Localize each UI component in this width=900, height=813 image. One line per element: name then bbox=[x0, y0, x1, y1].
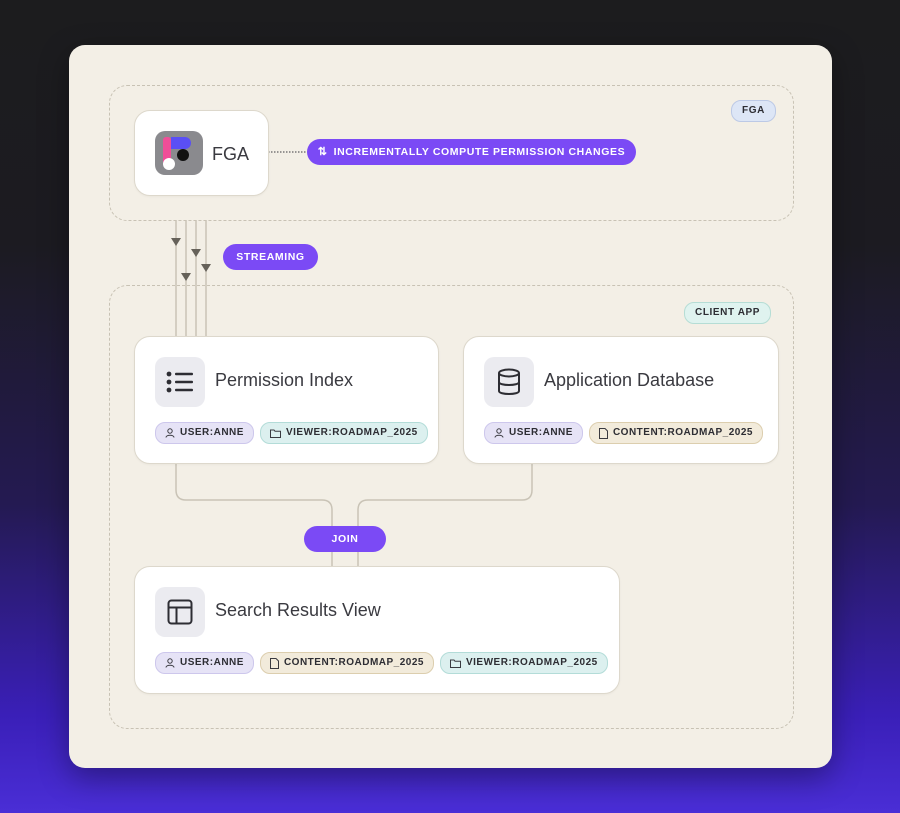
client-app-zone-tag: CLIENT APP bbox=[684, 302, 772, 324]
permission-index-chips: USER:ANNE VIEWER:ROADMAP_2025 bbox=[155, 422, 428, 444]
file-icon bbox=[269, 657, 279, 669]
user-chip: USER:ANNE bbox=[155, 422, 254, 444]
user-icon bbox=[165, 428, 175, 438]
streaming-pill: STREAMING bbox=[223, 244, 318, 270]
user-chip-label: USER:ANNE bbox=[180, 427, 244, 438]
table-icon bbox=[155, 587, 205, 637]
list-icon bbox=[155, 357, 205, 407]
content-chip-label: CONTENT:ROADMAP_2025 bbox=[612, 427, 753, 438]
join-pill: JOIN bbox=[304, 526, 386, 552]
folder-icon bbox=[449, 659, 461, 668]
fga-zone-tag: FGA bbox=[731, 100, 776, 122]
compute-permission-label: INCREMENTALLY COMPUTE PERMISSION CHANGES bbox=[333, 146, 626, 158]
swap-vertical-icon: ⇅ bbox=[317, 146, 328, 158]
fga-node-title: FGA bbox=[212, 144, 250, 164]
application-database-chips: USER:ANNE CONTENT:ROADMAP_2025 bbox=[484, 422, 763, 444]
permission-index-title: Permission Index bbox=[215, 370, 354, 390]
user-icon bbox=[165, 658, 175, 668]
user-chip: USER:ANNE bbox=[155, 652, 254, 674]
search-results-view-node[interactable]: Search Results View USER:ANNE CONTENT:RO… bbox=[134, 566, 620, 694]
content-chip: CONTENT:ROADMAP_2025 bbox=[588, 422, 763, 444]
search-results-chips: USER:ANNE CONTENT:ROADMAP_2025 VIEWER:RO… bbox=[155, 652, 608, 674]
fga-zone bbox=[109, 85, 794, 221]
application-database-node[interactable]: Application Database USER:ANNE CONTENT:R… bbox=[463, 336, 779, 464]
user-chip-label: USER:ANNE bbox=[509, 427, 573, 438]
content-chip: CONTENT:ROADMAP_2025 bbox=[259, 652, 434, 674]
viewer-chip-label: VIEWER:ROADMAP_2025 bbox=[285, 427, 418, 438]
viewer-chip-label: VIEWER:ROADMAP_2025 bbox=[465, 657, 598, 668]
database-icon bbox=[484, 357, 534, 407]
search-results-view-title: Search Results View bbox=[215, 600, 381, 620]
application-database-title: Application Database bbox=[544, 370, 715, 390]
permission-index-node[interactable]: Permission Index USER:ANNE VIEWER:ROADMA… bbox=[134, 336, 439, 464]
folder-icon bbox=[269, 429, 281, 438]
viewer-chip: VIEWER:ROADMAP_2025 bbox=[439, 652, 608, 674]
compute-permission-pill: ⇅ INCREMENTALLY COMPUTE PERMISSION CHANGE… bbox=[307, 139, 636, 165]
content-chip-label: CONTENT:ROADMAP_2025 bbox=[283, 657, 424, 668]
fga-node[interactable]: FGA bbox=[134, 110, 269, 196]
fga-logo-icon bbox=[155, 131, 203, 175]
user-chip: USER:ANNE bbox=[484, 422, 583, 444]
file-icon bbox=[598, 427, 608, 439]
user-chip-label: USER:ANNE bbox=[180, 657, 244, 668]
user-icon bbox=[494, 428, 504, 438]
client-app-zone bbox=[109, 285, 794, 729]
viewer-chip: VIEWER:ROADMAP_2025 bbox=[259, 422, 428, 444]
